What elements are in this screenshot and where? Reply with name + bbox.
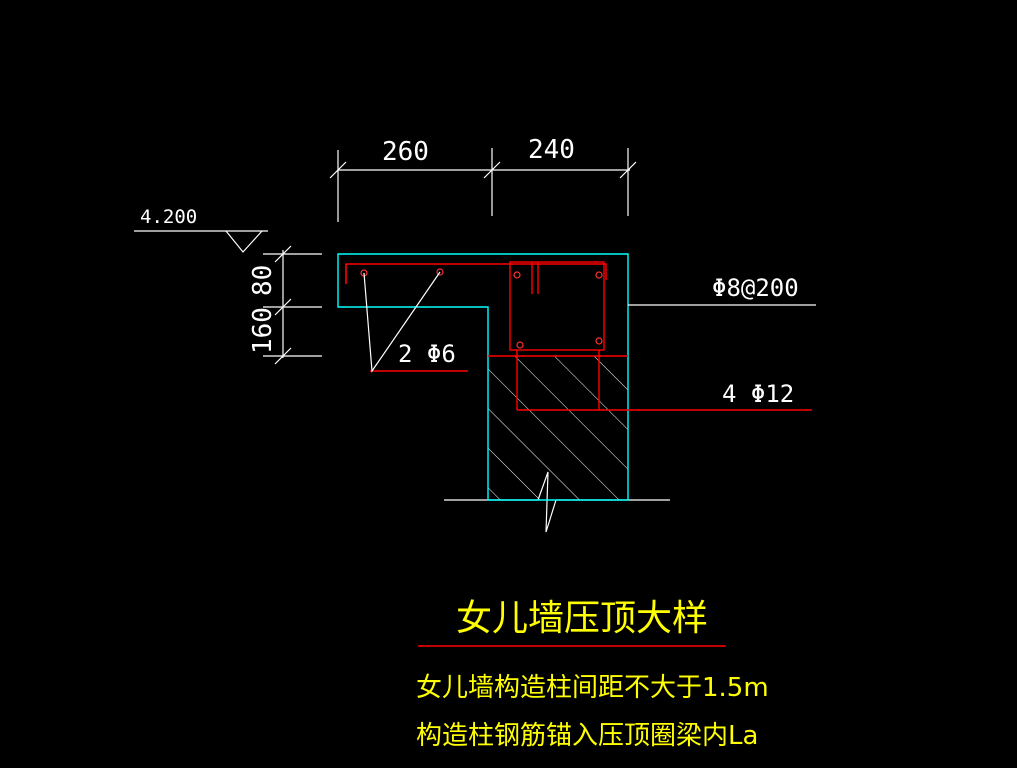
rebar-cage [345, 261, 812, 411]
note-line-2: 构造柱钢筋锚入压顶圈梁内La [416, 721, 758, 751]
rebar-dots [360, 268, 603, 349]
elevation-value: 4.200 [140, 206, 197, 228]
drawing-title: 女儿墙压顶大样 [456, 598, 708, 639]
top-dimension [329, 148, 637, 222]
leader-lines [363, 271, 816, 373]
elevation-mark [134, 230, 268, 253]
dimension-80: 80 [248, 265, 278, 296]
dimension-260: 260 [382, 137, 429, 167]
wall-hatch [488, 356, 628, 500]
stirrup-label: Φ8@200 [712, 274, 799, 302]
dimension-160: 160 [248, 307, 278, 354]
side-dimension [263, 245, 322, 365]
note-line-1: 女儿墙构造柱间距不大于1.5m [416, 673, 769, 703]
slab-bars-label: 2 Φ6 [398, 340, 456, 368]
dimension-240: 240 [528, 135, 575, 165]
coping-outline [337, 253, 629, 501]
main-bars-label: 4 Φ12 [722, 380, 794, 408]
